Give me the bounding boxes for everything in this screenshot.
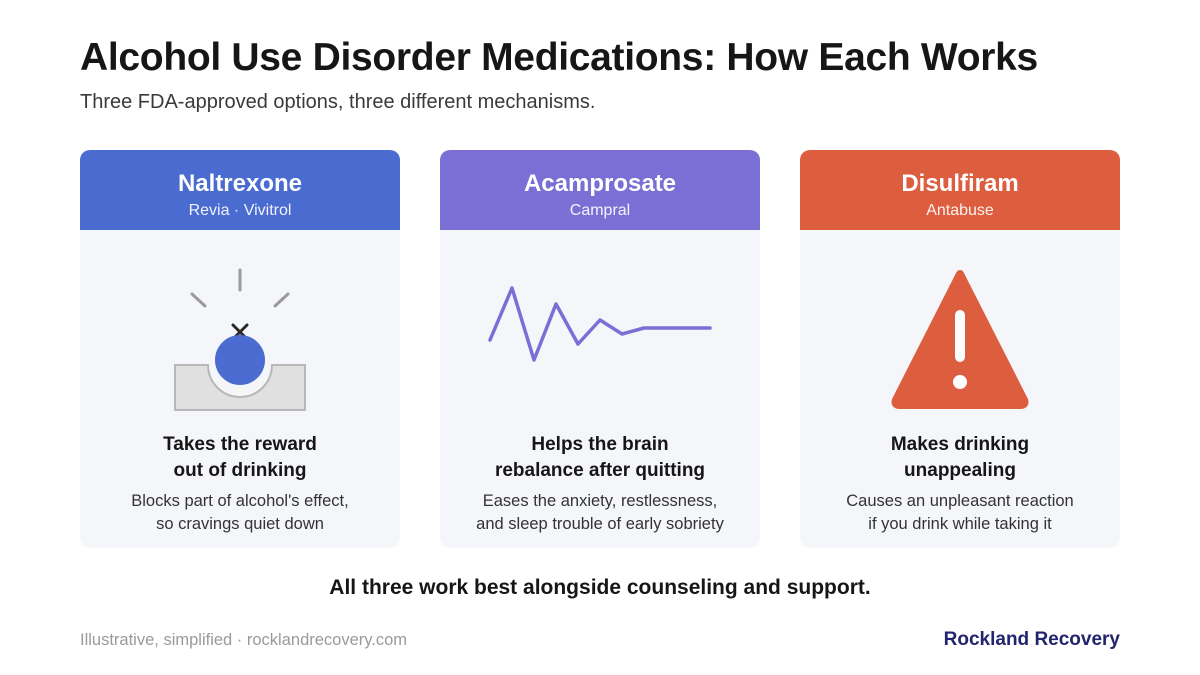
card-title: Naltrexone: [177, 170, 303, 197]
card-headline: Helps the brain rebalance after quitting: [494, 434, 706, 481]
source-note: Illustrative, simplified · rocklandrecov…: [80, 631, 408, 649]
card-header-acamprosate: Acamprosate Campral: [440, 150, 760, 230]
card-brands: Antabuse: [926, 202, 994, 219]
exclamation-dot: [953, 375, 967, 389]
exclamation-bar: [955, 310, 965, 362]
page-title: Alcohol Use Disorder Medications: How Ea…: [80, 36, 1038, 79]
spark-line: [190, 292, 207, 308]
molecule-ball: [215, 335, 265, 385]
blocked-reward-icon: [174, 268, 306, 411]
spark-line: [273, 292, 290, 308]
card-description: Blocks part of alcohol's effect, so crav…: [131, 492, 349, 533]
card-description: Eases the anxiety, restlessness, and sle…: [476, 492, 724, 533]
card-description: Causes an unpleasant reaction if you dri…: [846, 492, 1074, 533]
card-disulfiram: Disulfiram Antabuse Makes drinking unapp…: [800, 150, 1120, 548]
page-subtitle: Three FDA-approved options, three differ…: [80, 91, 596, 113]
card-title: Disulfiram: [901, 170, 1019, 197]
footer-message: All three work best alongside counseling…: [329, 576, 871, 599]
card-header-naltrexone: Naltrexone Revia · Vivitrol: [80, 150, 400, 230]
card-brands: Revia · Vivitrol: [188, 202, 292, 219]
card-brands: Campral: [569, 202, 631, 219]
card-headline: Takes the reward out of drinking: [163, 434, 317, 481]
card-header-disulfiram: Disulfiram Antabuse: [800, 150, 1120, 230]
receptor-base: [174, 364, 306, 411]
card-naltrexone: Naltrexone Revia · Vivitrol Takes the re…: [80, 150, 400, 548]
card-title: Acamprosate: [523, 170, 677, 197]
wave-line: [488, 286, 712, 362]
warning-triangle-icon: [891, 270, 1029, 409]
card-headline: Makes drinking unappealing: [890, 434, 1030, 481]
brand-logo-text: Rockland Recovery: [943, 629, 1120, 650]
settling-wave-icon: [488, 286, 712, 362]
card-acamprosate: Acamprosate Campral Helps the brain reba…: [440, 150, 760, 548]
